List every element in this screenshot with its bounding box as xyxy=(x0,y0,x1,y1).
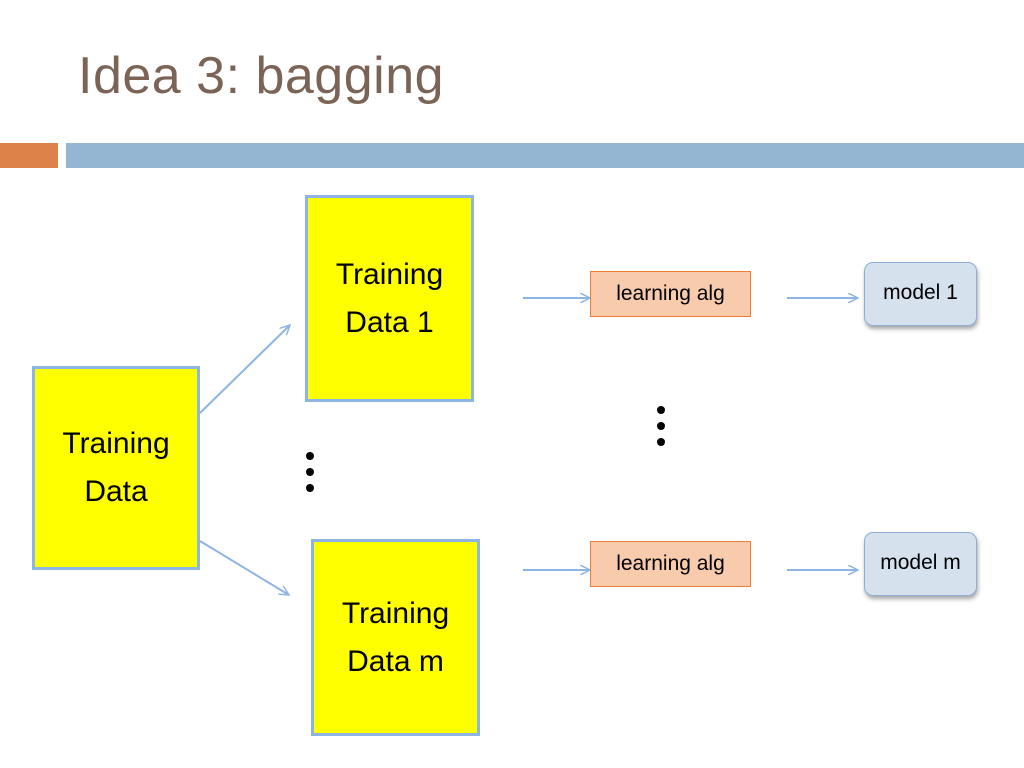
model-m-box: model m xyxy=(864,532,977,596)
ellipsis-samples-icon xyxy=(306,452,314,492)
title-accent-bar-left xyxy=(0,143,58,168)
training-data-box: Training Data xyxy=(32,366,200,570)
slide-title: Idea 3: bagging xyxy=(78,47,445,105)
learning-alg-m-box: learning alg xyxy=(590,541,751,587)
ellipsis-learners-icon xyxy=(657,406,665,446)
training-data-m-box: Training Data m xyxy=(311,539,480,736)
arrow-source-to-sample-m xyxy=(199,540,289,595)
learning-alg-1-box: learning alg xyxy=(590,271,751,317)
model-1-box: model 1 xyxy=(864,262,977,326)
arrow-source-to-sample-1 xyxy=(199,325,290,414)
title-accent-bar-right xyxy=(66,143,1024,168)
training-data-1-box: Training Data 1 xyxy=(305,195,474,402)
